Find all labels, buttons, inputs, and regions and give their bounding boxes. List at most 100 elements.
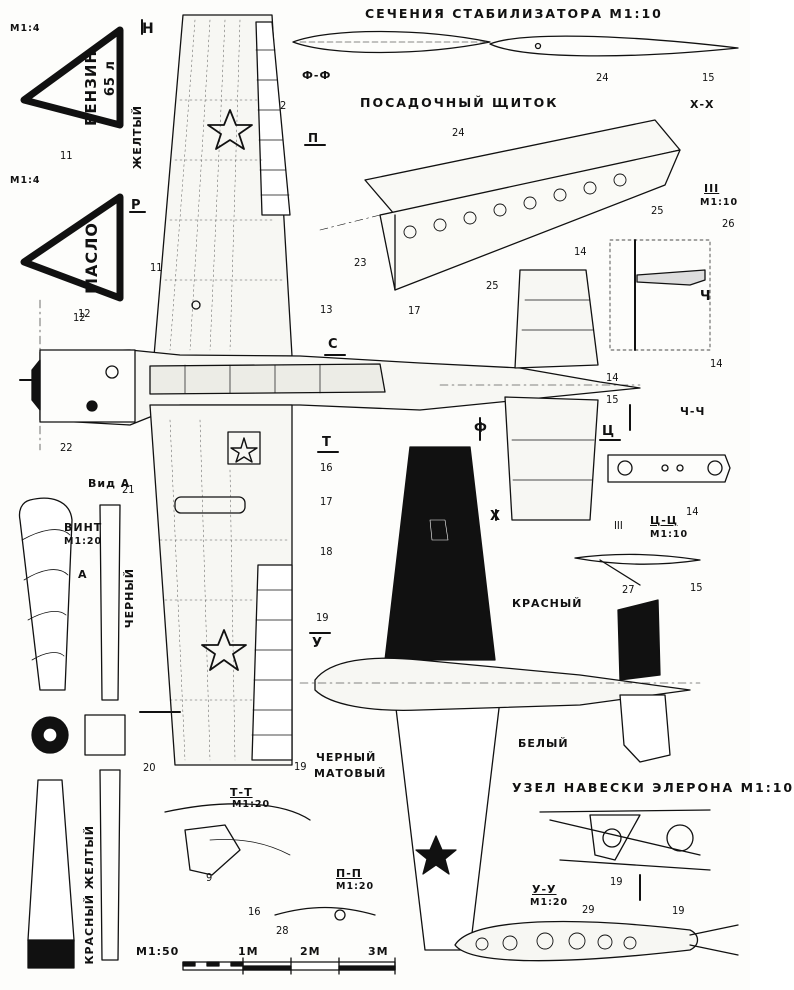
callout-2: 2 <box>280 99 287 112</box>
section-p-p <box>274 906 376 921</box>
oil-warning-sign <box>20 193 124 302</box>
aircraft-drawing-sheet: { "titles": { "stabilizer_sections": "СЕ… <box>10 6 793 975</box>
aileron-hinge-title: УЗЕЛ НАВЕСКИ ЭЛЕРОНА М1:10 <box>512 780 794 795</box>
callout-20: 20 <box>143 761 156 774</box>
callout-28: 28 <box>276 924 289 937</box>
section-ts-ts-scale: М1:10 <box>650 529 689 540</box>
callout-16-b: 16 <box>248 905 261 918</box>
callout-13: 13 <box>320 303 333 316</box>
scale-bar-ratio: М1:50 <box>136 945 180 958</box>
callout-18: 18 <box>320 545 333 558</box>
bottom-view-wing <box>384 446 501 951</box>
callout-25-a: 25 <box>486 279 499 292</box>
callout-9: 9 <box>206 871 213 884</box>
propeller-view-label: Вид А <box>88 477 131 490</box>
section-p-p-scale: М1:20 <box>336 881 375 892</box>
fuel-warning-sign <box>20 26 124 129</box>
mark-p: П <box>308 131 320 145</box>
propeller-title: ВИНТ <box>64 521 103 534</box>
callout-27: 27 <box>622 583 635 596</box>
detail-iii-scale: М1:10 <box>700 197 739 208</box>
callout-11: 11 <box>150 261 163 274</box>
white-color-note: БЕЛЫЙ <box>518 737 569 750</box>
section-label-t-t: Т-Т <box>230 786 253 799</box>
red-color-note: КРАСНЫЙ <box>512 597 583 610</box>
oil-sign-text: МАСЛО <box>82 222 101 294</box>
aileron-hinge-drawing <box>539 809 711 871</box>
callout-24-b: 24 <box>596 71 609 84</box>
stabilizer-section-xx <box>489 35 739 57</box>
drawing-canvas <box>18 14 739 975</box>
fuel-sign-volume: 65 л <box>103 60 118 97</box>
bottom-view-fuselage <box>299 599 701 763</box>
section-t-t <box>164 803 311 876</box>
propeller-front <box>18 497 75 969</box>
section-t-t-scale: М1:20 <box>232 799 271 810</box>
upper-wing-plan <box>153 14 293 357</box>
propeller-red-yellow-note: КРАСНЫЙ ЖЕЛТЫЙ <box>83 825 96 965</box>
lower-wing-plan <box>139 404 293 766</box>
callout-14-b: 14 <box>606 371 619 384</box>
callout-14-d: 14 <box>686 505 699 518</box>
callout-15-b: 15 <box>606 393 619 406</box>
yellow-color-note: ЖЕЛТЫЙ <box>131 105 144 170</box>
landing-flap-drawing <box>319 119 681 291</box>
scale-tick-2m: 2М <box>300 945 321 958</box>
mark-f: Ф <box>474 421 488 436</box>
callout-23: 23 <box>354 256 367 269</box>
tail-plan <box>439 269 641 521</box>
callout-14-c: 14 <box>710 357 723 370</box>
detail-iii-marker: III <box>614 519 623 532</box>
matte-black-note-2: МАТОВЫЙ <box>314 767 387 780</box>
callout-26: 26 <box>722 217 735 230</box>
landing-flap-title: ПОСАДОЧНЫЙ ЩИТОК <box>360 95 559 110</box>
section-label-u-u: У-У <box>532 883 557 896</box>
mark-ts: Ц <box>602 424 616 439</box>
detail-iii-label: III <box>704 182 720 195</box>
propeller-scale: М1:20 <box>64 536 103 547</box>
mark-ch: Ч <box>700 289 712 304</box>
callout-25-b: 25 <box>651 204 664 217</box>
mark-t: Т <box>322 435 332 450</box>
section-ts-ts <box>574 553 701 586</box>
callout-15-c: 15 <box>690 581 703 594</box>
scale-tick-3m: 3М <box>368 945 389 958</box>
scale-bar <box>182 957 396 975</box>
callout-19-a: 19 <box>316 611 329 624</box>
callout-17-a: 17 <box>408 304 421 317</box>
callout-12: 12 <box>78 307 91 320</box>
callout-24-a: 24 <box>452 126 465 139</box>
callout-19-c: 19 <box>610 875 623 888</box>
callout-19-d: 19 <box>672 904 685 917</box>
matte-black-note-1: ЧЕРНЫЙ <box>316 751 377 764</box>
section-u-u <box>454 920 739 962</box>
mark-a: А <box>78 568 88 581</box>
section-u-u-scale: М1:20 <box>530 897 569 908</box>
fuel-sign-text: БЕНЗИН <box>82 50 100 126</box>
section-label-xx: Х-Х <box>690 98 715 111</box>
section-label-ff: Ф-Ф <box>302 69 332 82</box>
callout-21: 21 <box>122 483 135 496</box>
mark-kh: Х <box>490 509 502 524</box>
mark-s: С <box>328 337 339 352</box>
section-ch-ch <box>607 454 731 483</box>
mark-r: Р <box>131 198 142 213</box>
section-label-ch-ch: Ч-Ч <box>680 405 706 418</box>
propeller-black-note: ЧЕРНЫЙ <box>123 568 136 629</box>
section-label-p-p: П-П <box>336 867 362 880</box>
callout-16-a: 16 <box>320 461 333 474</box>
callout-12-sign: 12 <box>73 311 86 324</box>
section-label-ts-ts: Ц-Ц <box>650 514 678 527</box>
stabilizer-sections-title: СЕЧЕНИЯ СТАБИЛИЗАТОРА М1:10 <box>365 6 663 21</box>
fuel-sign-scale: М1:4 <box>10 23 41 34</box>
propeller-side <box>84 504 126 961</box>
detail-iii <box>609 239 711 351</box>
callout-11-sign: 11 <box>60 149 73 162</box>
fuselage-side <box>19 299 641 451</box>
mark-u: У <box>312 636 324 651</box>
oil-sign-scale: М1:4 <box>10 175 41 186</box>
stabilizer-section-ff <box>292 30 491 54</box>
scale-tick-1m: 1М <box>238 945 259 958</box>
callout-29: 29 <box>582 903 595 916</box>
callout-17-b: 17 <box>320 495 333 508</box>
